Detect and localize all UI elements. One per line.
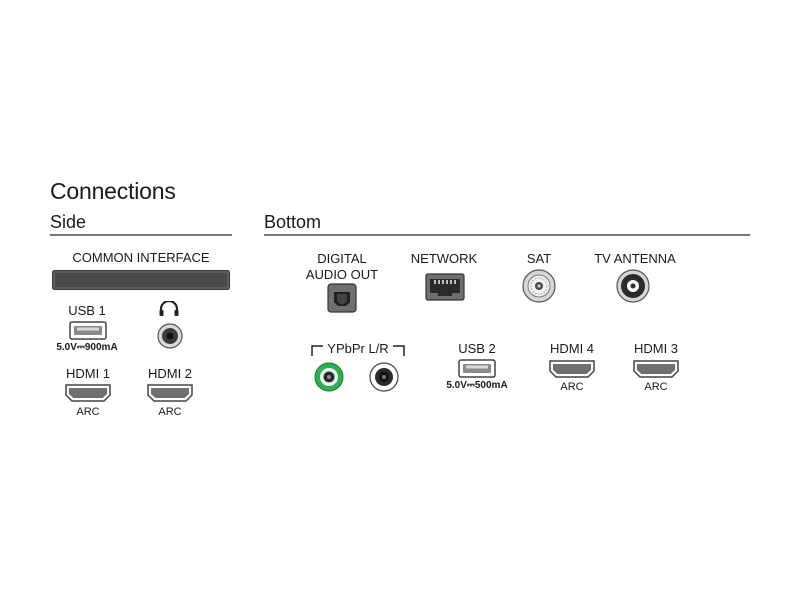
hdmi-port-icon [147, 384, 193, 402]
side-heading: Side [50, 212, 87, 232]
usb-port-icon [458, 359, 496, 378]
ypbpr-green-jack-icon [314, 362, 344, 392]
usb-port-icon [69, 321, 107, 340]
bottom-divider [264, 234, 750, 236]
antenna-connector-icon [616, 269, 650, 303]
ethernet-port-icon [425, 273, 465, 301]
tv-antenna-label: TV ANTENNA [594, 251, 676, 266]
hdmi-port-icon [549, 360, 595, 378]
common-interface-slot-icon [52, 270, 230, 290]
hdmi3-label: HDMI 3 [633, 341, 679, 356]
satellite-connector-icon [522, 269, 556, 303]
usb2-spec: 5.0V⎓500mA [446, 380, 508, 391]
network-label: NETWORK [410, 251, 478, 266]
ypbpr-label: YPbPr L/R [327, 341, 389, 356]
usb1-label: USB 1 [68, 303, 106, 318]
hdmi4-arc: ARC [560, 381, 584, 393]
digital-audio-label-line2: AUDIO OUT [305, 267, 379, 282]
ypbpr-bracket-icon [311, 343, 405, 357]
audio-lr-jack-icon [369, 362, 399, 392]
common-interface-label: COMMON INTERFACE [72, 250, 210, 265]
hdmi-port-icon [65, 384, 111, 402]
usb1-spec: 5.0V⎓900mA [56, 342, 118, 353]
hdmi2-label: HDMI 2 [147, 366, 193, 381]
headphone-icon [158, 301, 180, 317]
hdmi-port-icon [633, 360, 679, 378]
usb2-label: USB 2 [458, 341, 496, 356]
hdmi1-label: HDMI 1 [65, 366, 111, 381]
hdmi4-label: HDMI 4 [549, 341, 595, 356]
side-divider [50, 234, 232, 236]
hdmi3-arc: ARC [644, 381, 668, 393]
digital-audio-label-line1: DIGITAL [317, 251, 367, 266]
hdmi1-arc: ARC [76, 406, 100, 418]
headphone-jack-icon [157, 323, 183, 349]
bottom-heading: Bottom [264, 212, 322, 232]
hdmi2-arc: ARC [158, 406, 182, 418]
page-title: Connections [50, 178, 176, 204]
optical-port-icon [327, 283, 357, 313]
sat-label: SAT [526, 251, 552, 266]
